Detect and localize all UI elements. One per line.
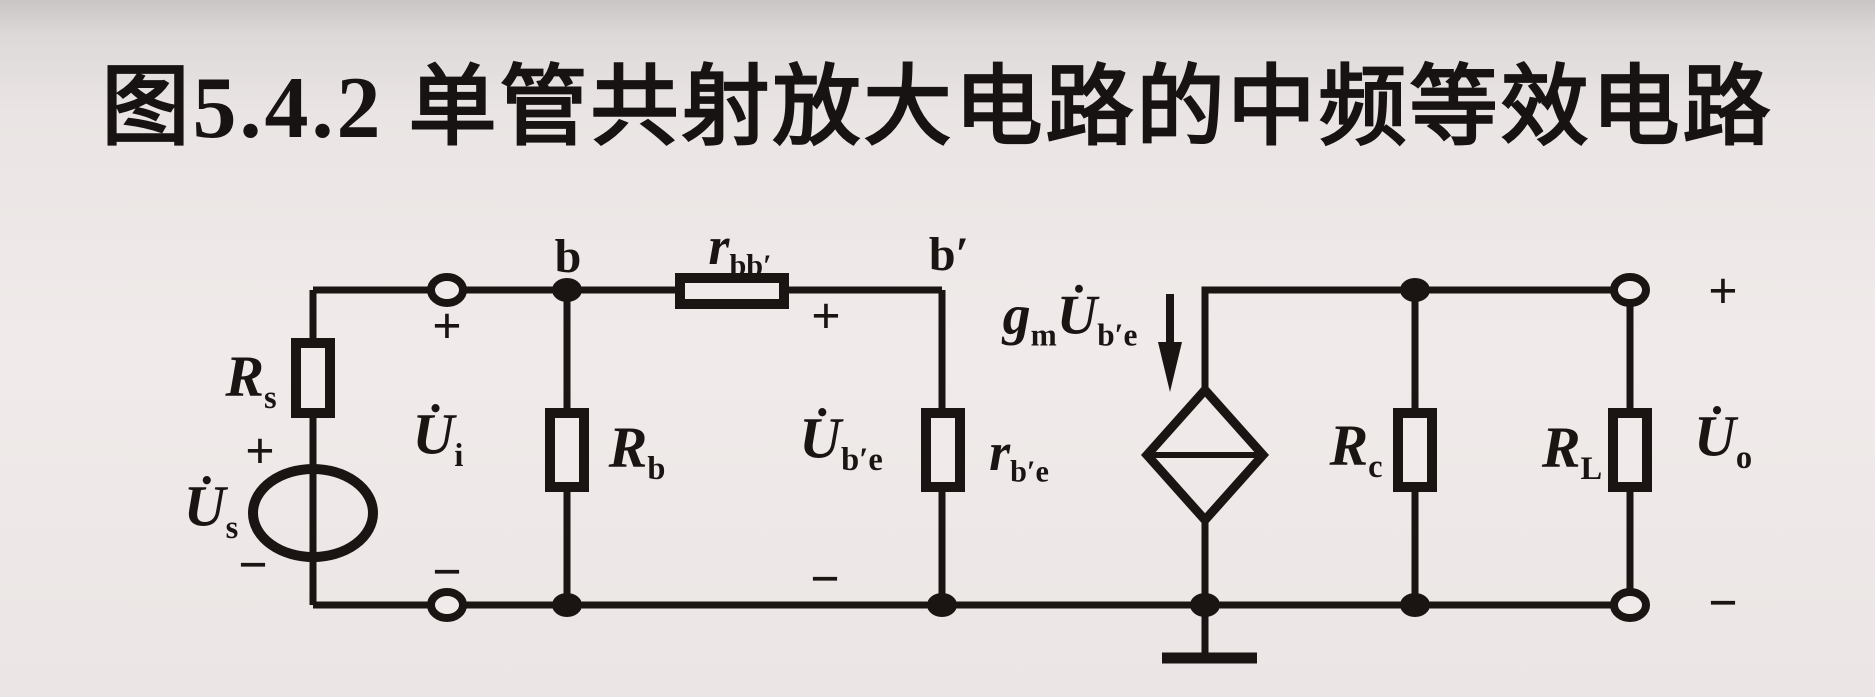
rl-label: RL bbox=[1541, 414, 1603, 487]
rs-label: Rs bbox=[225, 343, 277, 416]
resistor-rbe bbox=[921, 408, 965, 492]
uo-label: Uo bbox=[1694, 407, 1752, 475]
rbe-label: rb′e bbox=[989, 422, 1049, 489]
input-plus-sign: + bbox=[432, 298, 462, 355]
node-dot-vccs-bottom bbox=[1190, 593, 1220, 617]
voltage-source-icon bbox=[248, 464, 378, 562]
wire-collector-rail bbox=[1201, 286, 1630, 388]
node-bprime-label: b′ bbox=[928, 228, 970, 281]
input-terminal-bottom bbox=[427, 588, 467, 622]
ube-plus-sign: + bbox=[811, 288, 841, 345]
gmube-label: gmUb′e bbox=[1003, 287, 1138, 350]
rbb-label: rbb′ bbox=[708, 216, 772, 283]
rb-label: Rb bbox=[608, 414, 666, 487]
resistor-rl bbox=[1608, 408, 1652, 492]
current-arrow-icon bbox=[1158, 294, 1182, 392]
source-minus-sign: − bbox=[238, 537, 268, 594]
output-minus-sign: − bbox=[1708, 575, 1738, 632]
output-terminal-top bbox=[1610, 273, 1650, 307]
node-dot-b bbox=[552, 278, 582, 302]
node-dot-rbe-bottom bbox=[927, 593, 957, 617]
ube-label: Ub′e bbox=[799, 409, 883, 477]
node-b-label: b bbox=[554, 230, 582, 283]
source-plus-sign: + bbox=[245, 423, 275, 480]
node-dot-rb-bottom bbox=[552, 593, 582, 617]
output-plus-sign: + bbox=[1708, 263, 1738, 320]
resistor-rbb bbox=[675, 273, 789, 309]
input-terminal-top bbox=[427, 273, 467, 307]
output-terminal-bottom bbox=[1610, 588, 1650, 622]
resistor-rb bbox=[545, 408, 589, 492]
figure-title: 图5.4.2 单管共射放大电路的中频等效电路 bbox=[101, 60, 1774, 157]
node-dot-collector bbox=[1400, 278, 1430, 302]
node-dot-rc-bottom bbox=[1400, 593, 1430, 617]
rc-label: Rc bbox=[1329, 412, 1383, 485]
ube-minus-sign: − bbox=[810, 551, 840, 608]
resistor-rc bbox=[1393, 408, 1437, 492]
resistor-rs bbox=[291, 338, 335, 418]
input-minus-sign: − bbox=[432, 544, 462, 601]
ui-label: Ui bbox=[413, 405, 464, 473]
controlled-source-icon bbox=[1140, 383, 1270, 527]
us-label: Us bbox=[184, 477, 239, 545]
